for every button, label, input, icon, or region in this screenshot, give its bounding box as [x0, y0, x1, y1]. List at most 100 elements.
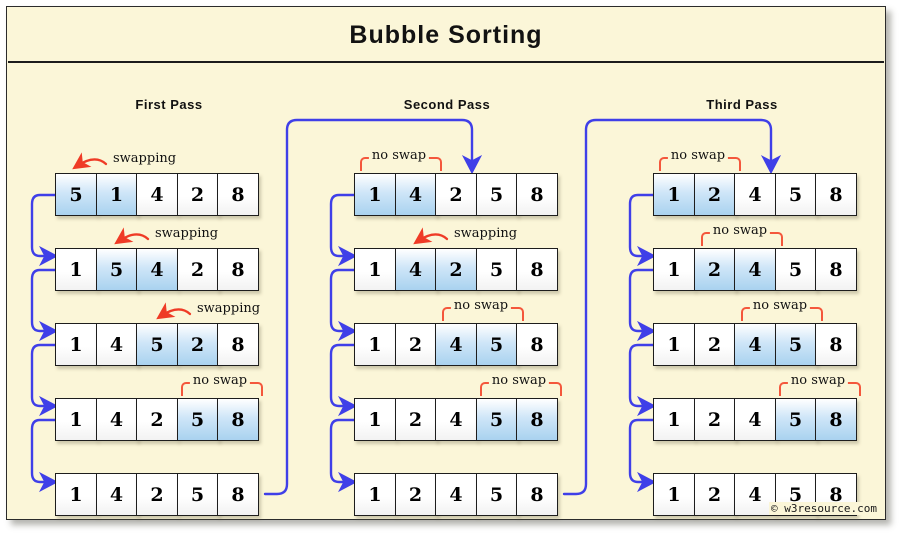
array-cell: 2 [693, 398, 736, 441]
array-cell: 5 [774, 323, 817, 366]
array-cell: 5 [136, 323, 178, 366]
array-cell: 2 [693, 248, 736, 291]
array-cell: 2 [693, 473, 736, 516]
array-cell: 4 [95, 323, 138, 366]
array-cell: 8 [516, 248, 558, 291]
array-cell: 1 [354, 473, 396, 516]
array-cell: 4 [435, 398, 477, 441]
title-divider [8, 61, 884, 63]
swapping-arrow-p1-r1 [72, 152, 108, 170]
array-cell: 2 [394, 473, 437, 516]
array-cell: 8 [516, 398, 558, 441]
array-cell: 4 [136, 248, 178, 291]
table-row: 1 4 2 5 8 [354, 248, 558, 291]
table-row: 5 1 4 2 8 [55, 173, 259, 216]
diagram-frame: Bubble Sorting First Pass Second Pass Th… [6, 6, 886, 520]
array-cell: 1 [653, 473, 695, 516]
array-cell: 5 [475, 398, 518, 441]
array-cell: 1 [354, 323, 396, 366]
table-row: 1 4 5 2 8 [55, 323, 259, 366]
array-cell: 4 [95, 473, 138, 516]
array-cell: 1 [653, 323, 695, 366]
array-cell: 1 [653, 173, 695, 216]
array-cell: 4 [734, 173, 776, 216]
array-cell: 1 [55, 398, 97, 441]
array-cell: 4 [95, 398, 138, 441]
array-cell: 2 [394, 323, 437, 366]
no-swap-label: no swap [450, 298, 512, 313]
array-cell: 8 [815, 248, 857, 291]
array-cell: 8 [516, 173, 558, 216]
no-swap-label: no swap [189, 373, 251, 388]
array-cell: 2 [693, 173, 736, 216]
array-cell: 2 [693, 323, 736, 366]
chain-second-pass [329, 193, 358, 493]
array-cell: 5 [475, 323, 518, 366]
no-swap-bracket: no swap [442, 298, 524, 322]
array-cell: 1 [55, 248, 97, 291]
no-swap-bracket: no swap [741, 298, 823, 322]
array-cell: 1 [354, 398, 396, 441]
table-row: 1 4 2 5 8 [55, 473, 259, 516]
swapping-label: swapping [113, 151, 177, 166]
pass-label-third: Third Pass [706, 97, 778, 112]
array-cell: 2 [136, 398, 178, 441]
swapping-arrow-p1-r2 [114, 227, 150, 245]
array-cell: 4 [734, 248, 776, 291]
array-cell: 4 [435, 473, 477, 516]
no-swap-bracket: no swap [779, 373, 861, 397]
array-cell: 5 [774, 173, 817, 216]
pass-label-first: First Pass [135, 97, 203, 112]
swapping-arrow-p2-r2 [413, 227, 449, 245]
array-cell: 8 [217, 398, 259, 441]
table-row: 1 2 4 5 8 [354, 323, 558, 366]
array-cell: 5 [55, 173, 97, 216]
no-swap-label: no swap [488, 373, 550, 388]
array-cell: 5 [475, 248, 518, 291]
array-cell: 1 [55, 473, 97, 516]
no-swap-label: no swap [368, 148, 430, 163]
watermark: © w3resource.com [769, 502, 879, 515]
array-cell: 2 [176, 248, 219, 291]
array-cell: 8 [815, 173, 857, 216]
array-cell: 5 [475, 173, 518, 216]
table-row: 1 2 4 5 8 [653, 173, 857, 216]
array-cell: 4 [734, 398, 776, 441]
array-cell: 1 [95, 173, 138, 216]
array-cell: 1 [354, 173, 396, 216]
page-title: Bubble Sorting [349, 21, 543, 49]
no-swap-bracket: no swap [360, 148, 442, 172]
no-swap-label: no swap [667, 148, 729, 163]
table-row: 1 4 2 5 8 [354, 173, 558, 216]
array-cell: 5 [176, 473, 219, 516]
swapping-label: swapping [197, 301, 261, 316]
array-cell: 1 [653, 398, 695, 441]
array-cell: 2 [176, 173, 219, 216]
array-cell: 2 [435, 173, 477, 216]
table-row: 1 2 4 5 8 [653, 323, 857, 366]
array-cell: 2 [176, 323, 219, 366]
pass-label-second: Second Pass [403, 97, 491, 112]
array-cell: 4 [136, 173, 178, 216]
array-cell: 8 [217, 173, 259, 216]
array-cell: 5 [475, 473, 518, 516]
array-cell: 8 [217, 248, 259, 291]
chain-third-pass [628, 193, 657, 493]
array-cell: 8 [217, 323, 259, 366]
table-row: 1 2 4 5 8 [354, 473, 558, 516]
table-row: 1 2 4 5 8 [653, 398, 857, 441]
array-cell: 5 [176, 398, 219, 441]
array-cell: 5 [774, 398, 817, 441]
swapping-label: swapping [454, 226, 518, 241]
array-cell: 8 [516, 473, 558, 516]
array-cell: 4 [435, 323, 477, 366]
array-cell: 5 [774, 248, 817, 291]
array-cell: 4 [734, 323, 776, 366]
no-swap-bracket: no swap [181, 373, 263, 397]
array-cell: 1 [653, 248, 695, 291]
no-swap-bracket: no swap [701, 223, 783, 247]
no-swap-bracket: no swap [659, 148, 741, 172]
table-row: 1 5 4 2 8 [55, 248, 259, 291]
array-cell: 2 [394, 398, 437, 441]
no-swap-label: no swap [787, 373, 849, 388]
